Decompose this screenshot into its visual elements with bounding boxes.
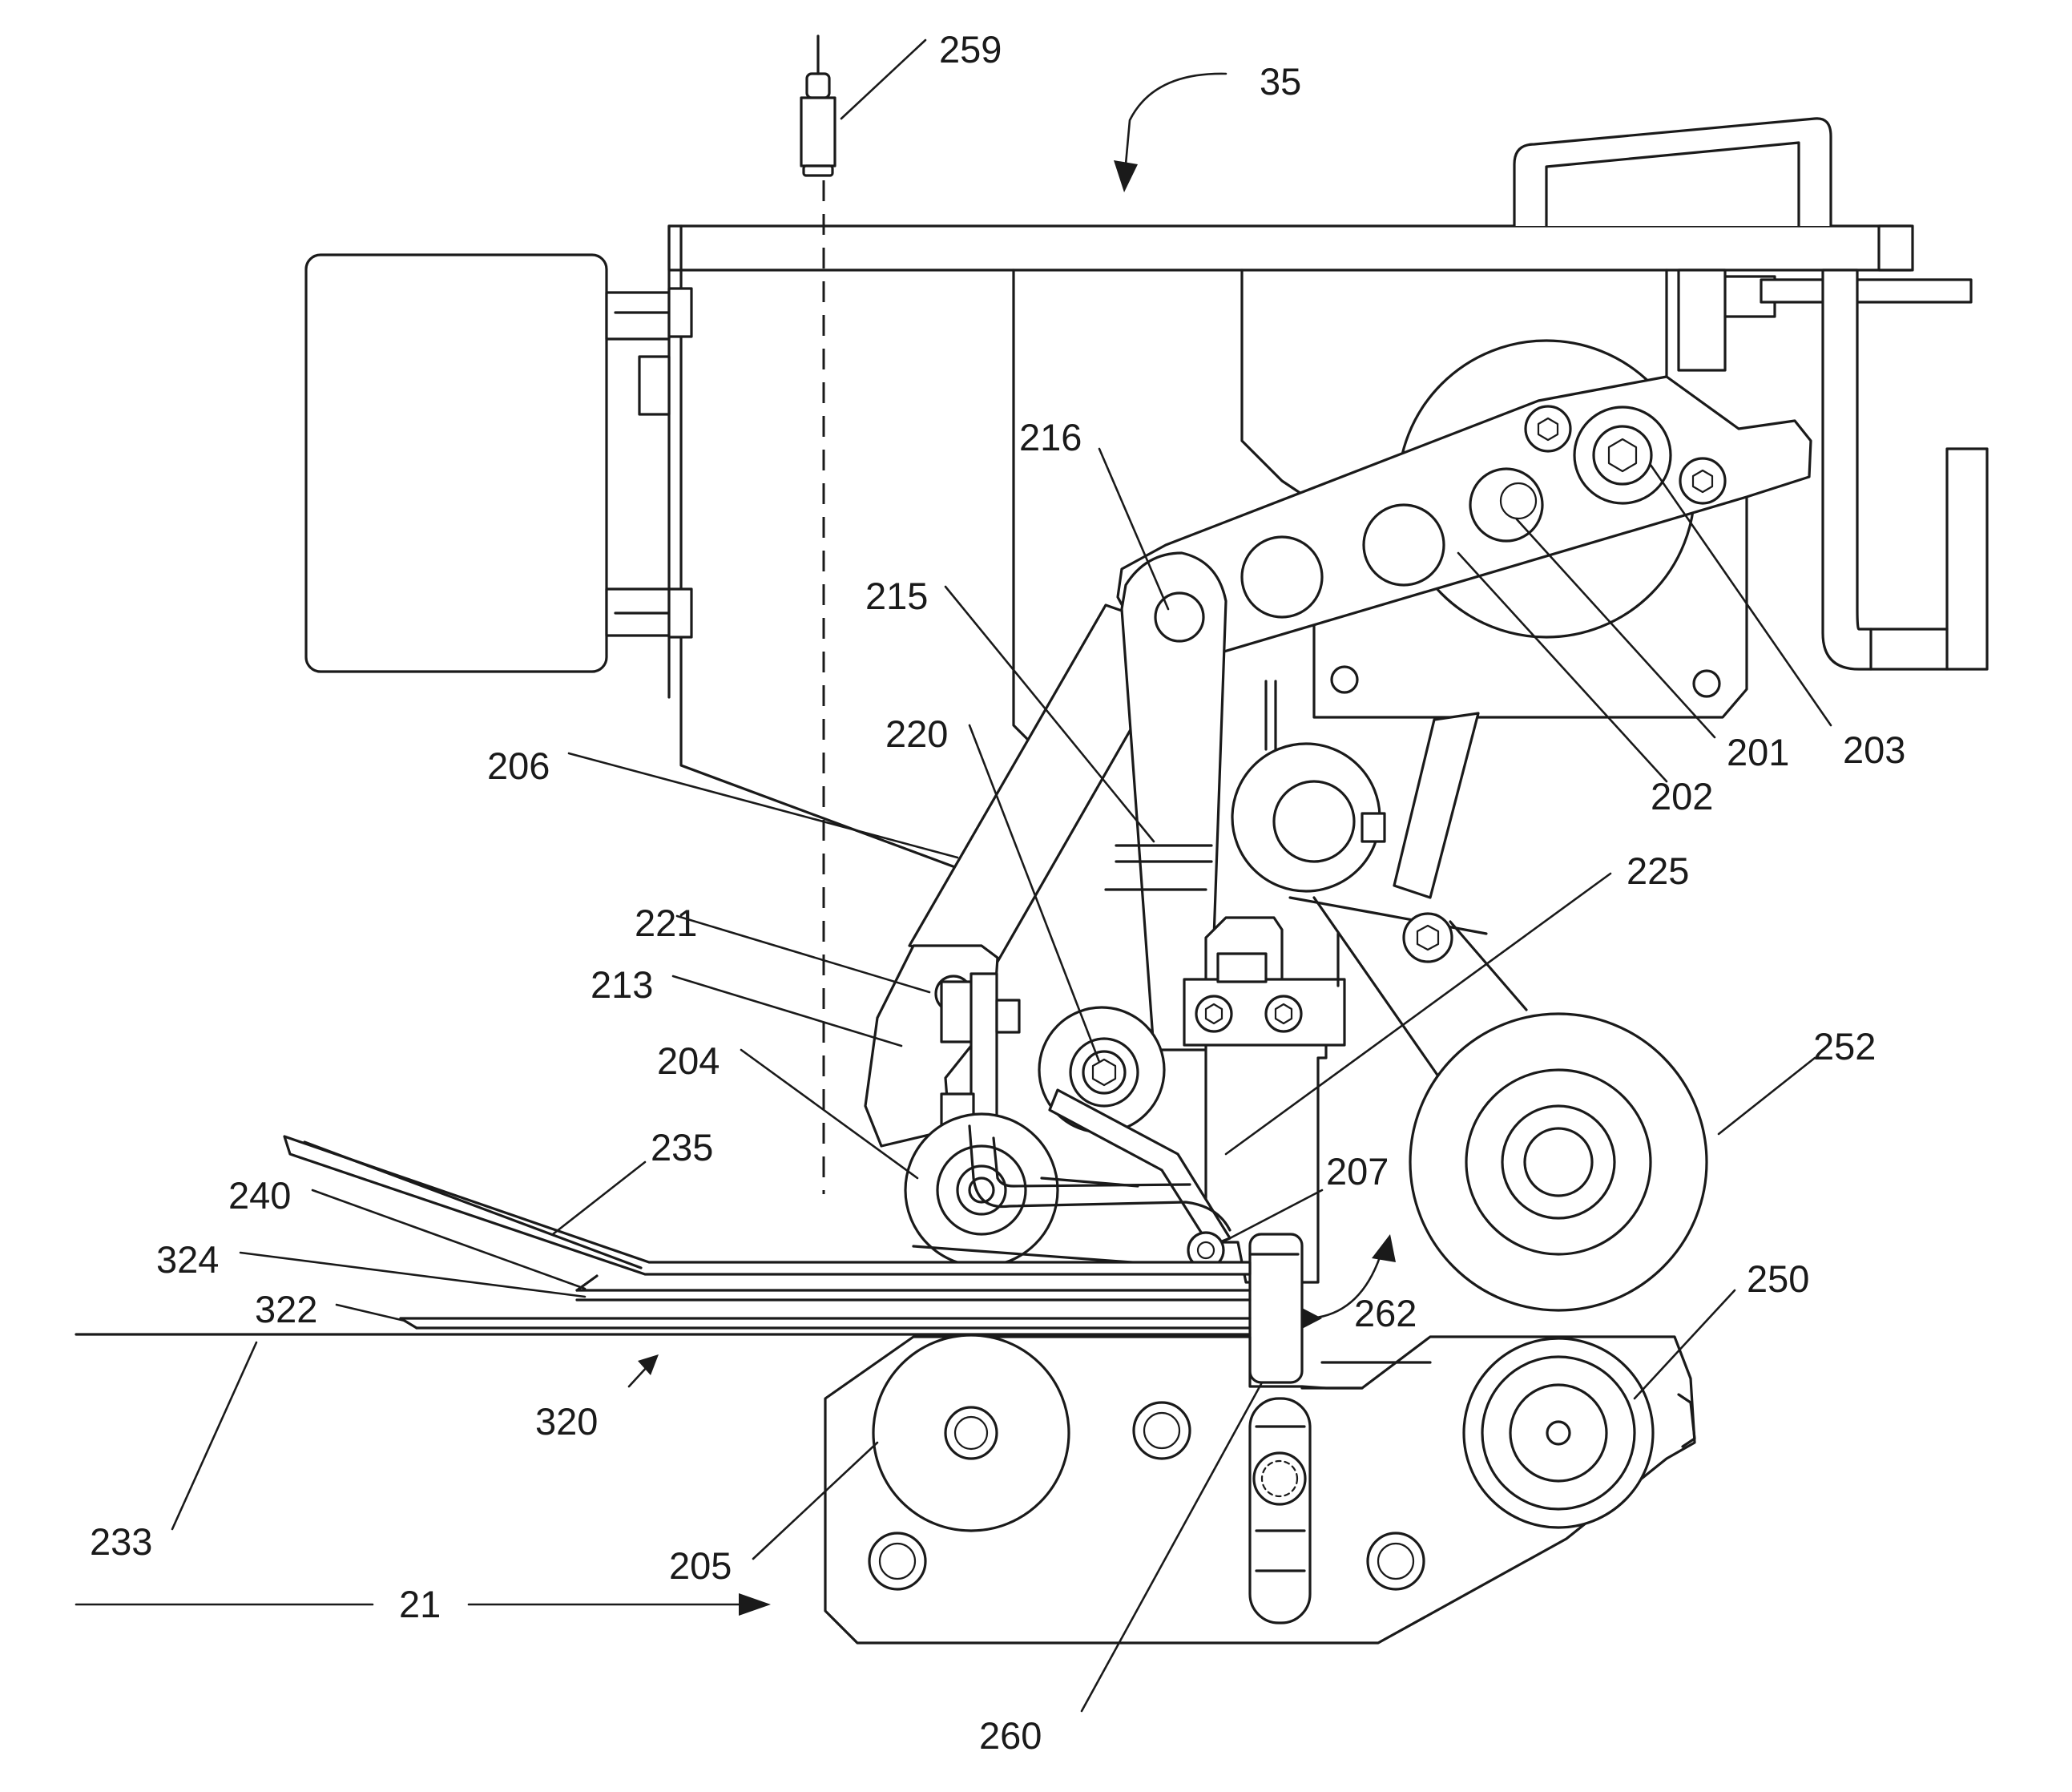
motor-flange bbox=[639, 357, 669, 414]
label-203: 203 bbox=[1843, 729, 1905, 771]
label-235: 235 bbox=[651, 1126, 713, 1168]
wheel-252 bbox=[1410, 1014, 1707, 1310]
arm-hole-2 bbox=[1364, 505, 1444, 585]
label-213: 213 bbox=[591, 963, 653, 1006]
label-207: 207 bbox=[1326, 1150, 1389, 1193]
label-320: 320 bbox=[535, 1400, 598, 1443]
right-bracket bbox=[1679, 270, 1725, 370]
label-260: 260 bbox=[979, 1714, 1042, 1757]
label-225: 225 bbox=[1627, 850, 1689, 892]
handle bbox=[1514, 119, 1831, 226]
label-204: 204 bbox=[657, 1039, 720, 1082]
pivot-216 bbox=[1155, 593, 1203, 641]
label-324: 324 bbox=[156, 1238, 219, 1281]
label-233: 233 bbox=[90, 1520, 152, 1563]
label-322: 322 bbox=[255, 1288, 317, 1330]
label-250: 250 bbox=[1747, 1257, 1809, 1300]
label-205: 205 bbox=[669, 1544, 732, 1587]
label-216: 216 bbox=[1019, 416, 1082, 458]
hook-bracket bbox=[1823, 270, 1987, 669]
part-260 bbox=[1250, 1234, 1302, 1382]
top-plate-end bbox=[1879, 226, 1913, 270]
motor-unit bbox=[306, 255, 691, 672]
label-262: 262 bbox=[1354, 1292, 1417, 1334]
label-240: 240 bbox=[228, 1174, 291, 1217]
label-206: 206 bbox=[487, 745, 550, 787]
side-rail bbox=[1761, 280, 1971, 302]
plate-235 bbox=[284, 1136, 1250, 1274]
label-215: 215 bbox=[865, 575, 928, 617]
slot bbox=[1250, 1398, 1310, 1623]
arm-hole-1 bbox=[1242, 537, 1322, 617]
motor-mount-top bbox=[607, 293, 669, 339]
label-35: 35 bbox=[1260, 60, 1301, 103]
label-21: 21 bbox=[399, 1583, 441, 1625]
pin-201 bbox=[1470, 469, 1542, 541]
flange-tab-top bbox=[669, 289, 691, 337]
lever-225 bbox=[1394, 713, 1478, 898]
label-221: 221 bbox=[635, 902, 697, 944]
label-202: 202 bbox=[1651, 775, 1713, 817]
flange-tab-bottom bbox=[669, 589, 691, 637]
top-plate bbox=[669, 226, 1911, 270]
label-259: 259 bbox=[939, 28, 1002, 71]
label-252: 252 bbox=[1813, 1025, 1876, 1068]
label-201: 201 bbox=[1727, 731, 1789, 773]
label-220: 220 bbox=[885, 712, 948, 755]
motor-housing bbox=[306, 255, 607, 672]
sensor-body bbox=[801, 98, 835, 166]
